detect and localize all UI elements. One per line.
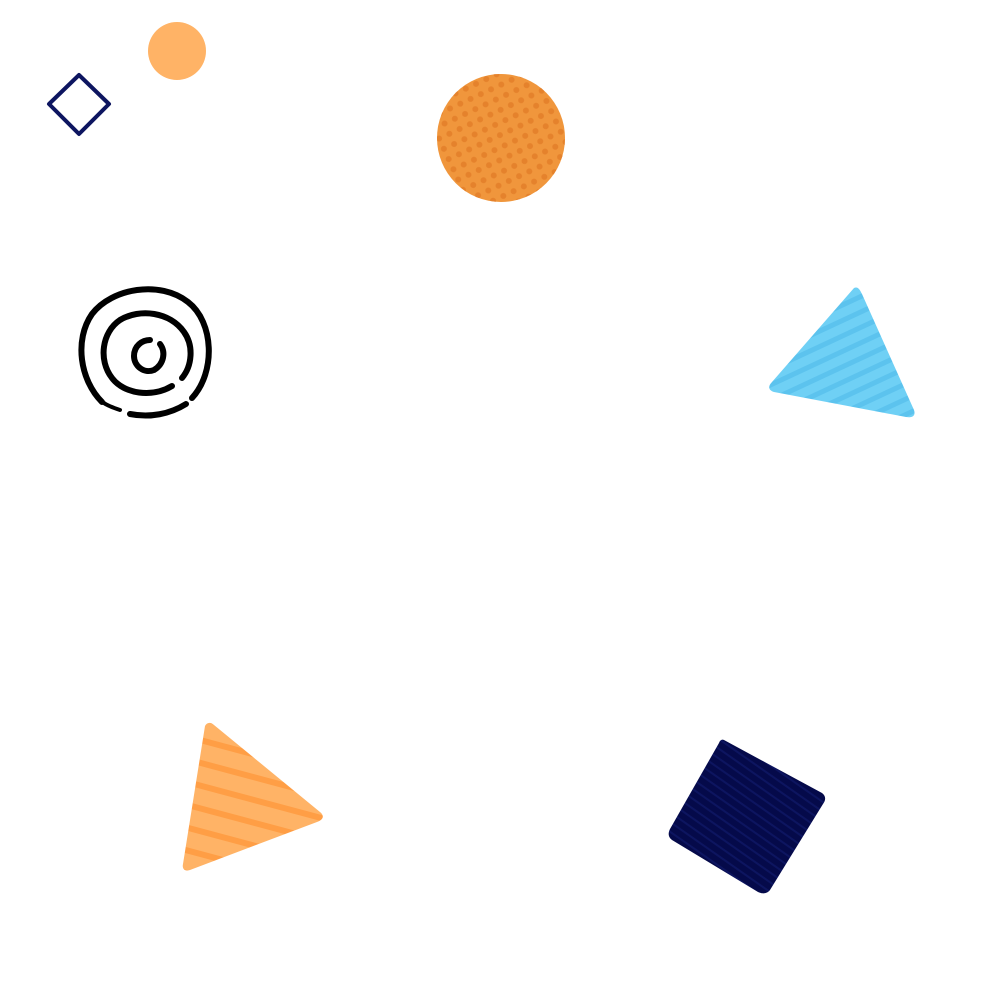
- navy-filled-square: [668, 739, 826, 894]
- navy-outline-diamond: [47, 73, 111, 136]
- small-peach-circle: [148, 22, 206, 80]
- peach-striped-triangle: [182, 722, 323, 871]
- orange-dotted-circle: [437, 74, 565, 202]
- light-blue-striped-triangle: [769, 287, 915, 418]
- black-concentric-rings: [78, 286, 212, 419]
